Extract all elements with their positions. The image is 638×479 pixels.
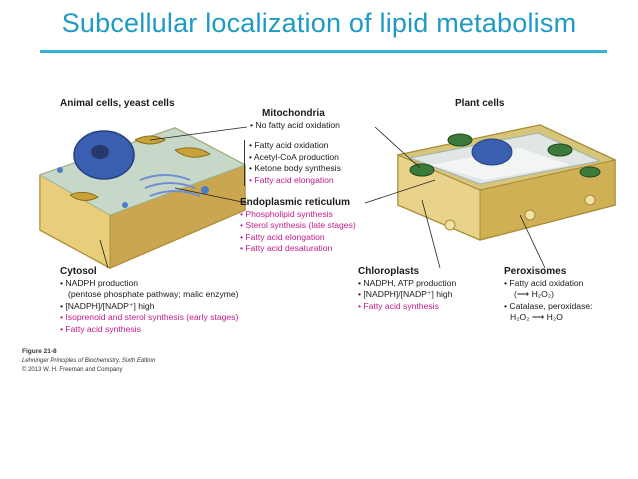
er-item: Sterol synthesis (late stages): [240, 220, 355, 232]
title-underline: [40, 50, 607, 53]
cytosol-line: NADPH production: [60, 278, 239, 290]
cytosol-block: Cytosol NADPH production (pentose phosph…: [60, 266, 239, 335]
animal-cells-label: Animal cells, yeast cells: [60, 98, 175, 109]
leader-lines: [99, 126, 546, 269]
copyright: © 2013 W. H. Freeman and Company: [22, 367, 123, 373]
peroxisomes-header: Peroxisomes: [504, 266, 567, 277]
peroxisome-line: H₂O₂ ⟶ H₂O: [510, 312, 563, 322]
cytosol-line: Fatty acid synthesis: [60, 324, 239, 336]
chloroplasts-block: Chloroplasts NADPH, ATP production [NADP…: [358, 266, 456, 312]
chloroplast-line: Fatty acid synthesis: [358, 301, 456, 313]
peroxisome-line: (⟶ H₂O₂): [514, 289, 554, 299]
cytosol-line: [NADPH]/[NADP⁺] high: [60, 301, 239, 313]
mito-item: Fatty acid elongation: [249, 175, 341, 187]
plant-cell-illustration: [396, 124, 617, 241]
mito-item: Acetyl-CoA production: [249, 152, 341, 164]
er-item: Fatty acid elongation: [240, 232, 356, 244]
mitochondria-header: Mitochondria: [262, 108, 325, 119]
peroxisome-line: Fatty acid oxidation: [504, 278, 593, 290]
mitochondria-block: Mitochondria No fatty acid oxidation: [250, 108, 340, 131]
mito-no-oxidation: No fatty acid oxidation: [250, 120, 340, 132]
chloroplasts-header: Chloroplasts: [358, 266, 420, 277]
animal-cell-illustration: [38, 127, 247, 269]
figure-number: Figure 21-8: [22, 348, 57, 355]
chloroplast-line: NADPH, ATP production: [358, 278, 456, 290]
er-header: Endoplasmic reticulum: [240, 197, 351, 208]
peroxisome-line: Catalase, peroxidase:: [504, 301, 592, 313]
cytosol-header: Cytosol: [60, 266, 97, 277]
cytosol-line: (pentose phosphate pathway; malic enzyme…: [68, 289, 239, 299]
plant-nucleus: [471, 138, 513, 166]
er-item: Phospholipid synthesis: [240, 209, 356, 221]
cytosol-line: Isoprenoid and sterol synthesis (early s…: [60, 312, 239, 324]
er-block: Endoplasmic reticulum Phospholipid synth…: [240, 197, 356, 255]
er-item: Fatty acid desaturation: [240, 243, 356, 255]
mito-item: Ketone body synthesis: [249, 163, 340, 175]
peroxisomes-block: Peroxisomes Fatty acid oxidation (⟶ H₂O₂…: [504, 266, 593, 324]
mitochondria-list: Fatty acid oxidation Acetyl-CoA producti…: [249, 140, 341, 186]
chloroplast-line: [NADPH]/[NADP⁺] high: [358, 289, 456, 301]
book-credit: Lehninger Principles of Biochemistry, Si…: [22, 358, 156, 364]
plant-cells-label: Plant cells: [455, 98, 505, 109]
mitochondria-brace: [244, 140, 245, 186]
page-title: Subcellular localization of lipid metabo…: [61, 8, 577, 38]
mito-item: Fatty acid oxidation: [249, 140, 341, 152]
